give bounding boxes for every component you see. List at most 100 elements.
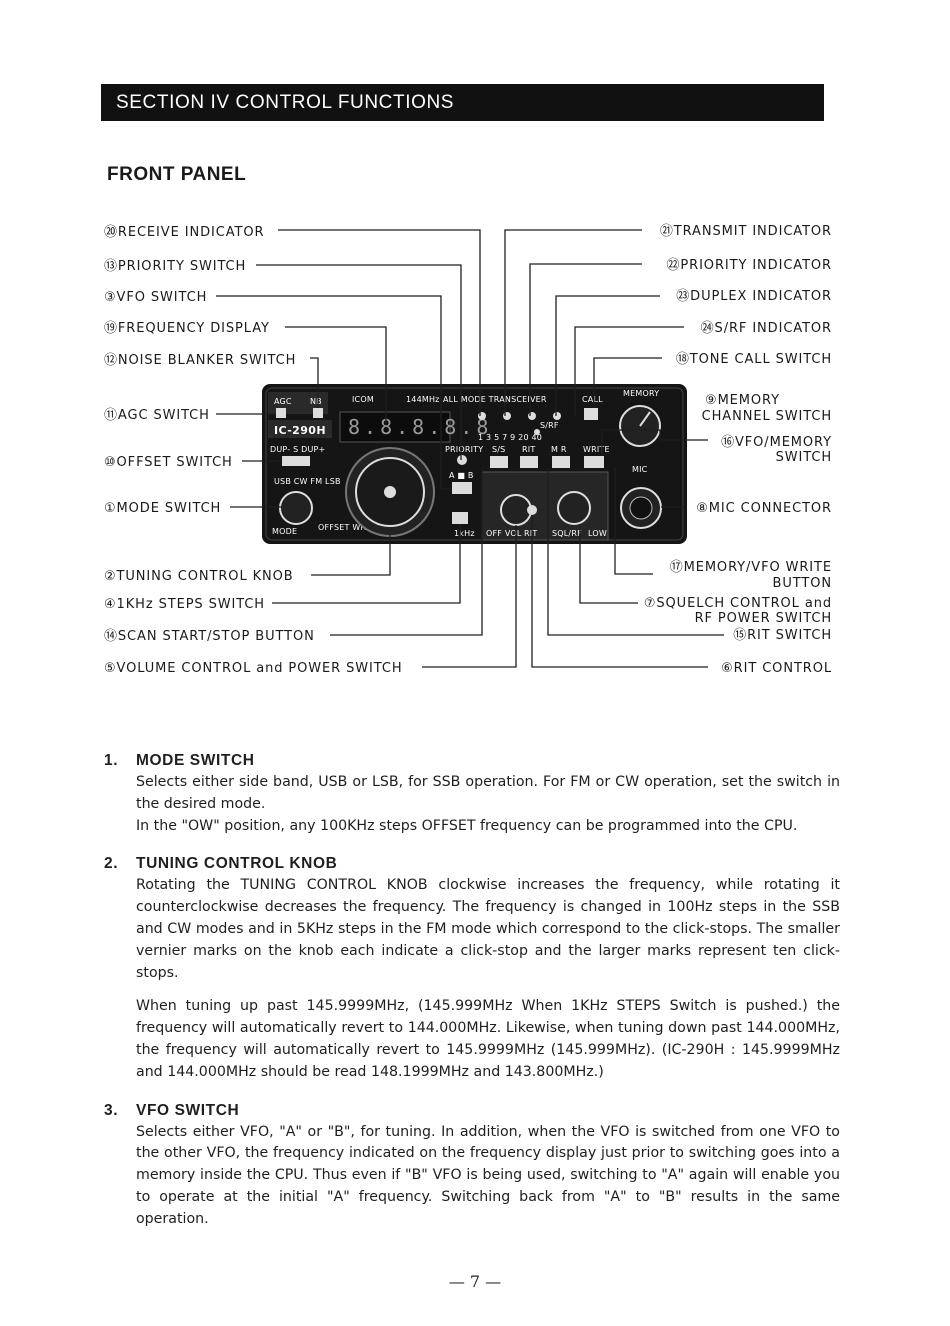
label-squelch-control-1: ⑦SQUELCH CONTROL and — [644, 596, 832, 611]
1khz-steps-switch[interactable] — [452, 512, 468, 524]
label-srf-indicator: ㉔S/RF INDICATOR — [701, 321, 832, 336]
tone-call-switch[interactable] — [584, 408, 598, 420]
receive-indicator — [478, 412, 486, 420]
section-item-tuning-control-knob: 2. TUNING CONTROL KNOB Rotating the TUNI… — [104, 853, 840, 1083]
label-memory-channel-switch-2: CHANNEL SWITCH — [702, 409, 832, 424]
panel-rit-knob-label: RIT — [524, 529, 537, 538]
panel-offset-label: DUP- S DUP+ — [270, 445, 325, 454]
label-squelch-control-2: RF POWER SWITCH — [695, 611, 832, 626]
panel-ss-label: S/S — [492, 445, 505, 454]
page-number: — 7 — — [448, 1272, 502, 1291]
panel-ab-label: A ■ B — [449, 471, 474, 480]
panel-khz-label: 1kHz — [454, 529, 475, 538]
offset-switch[interactable] — [282, 456, 310, 466]
panel-priority-label: PRIORITY — [445, 445, 483, 454]
panel-offset-write-label: OFFSET WRITE — [318, 523, 379, 532]
panel-band: 144MHz — [406, 395, 440, 404]
label-vfo-memory-switch-1: ⑯VFO/MEMORY — [721, 435, 832, 450]
item-title: VFO SWITCH — [136, 1101, 240, 1119]
mode-switch-knob[interactable] — [279, 491, 313, 525]
label-mode-switch: ①MODE SWITCH — [104, 501, 221, 516]
panel-low-label: LOW — [588, 529, 607, 538]
label-scan-start-stop-button: ⑭SCAN START/STOP BUTTON — [104, 629, 315, 644]
frequency-display — [339, 411, 451, 443]
right-labels: ㉑TRANSMIT INDICATOR ㉒PRIORITY INDICATOR … — [644, 224, 833, 676]
panel-memory-label: MEMORY — [623, 389, 659, 398]
label-rit-switch: ⑮RIT SWITCH — [733, 628, 832, 643]
item-paragraph: Selects either side band, USB or LSB, fo… — [136, 774, 840, 812]
agc-switch-button[interactable] — [276, 408, 286, 418]
label-receive-indicator: ⑳RECEIVE INDICATOR — [104, 225, 264, 240]
panel-mode-label: MODE — [272, 527, 297, 536]
priority-indicator — [528, 412, 536, 420]
item-number: 1. — [104, 752, 119, 769]
srf-indicator — [534, 429, 540, 435]
panel-description: ALL MODE TRANSCEIVER — [443, 395, 547, 404]
front-panel-diagram: AGC NB ICOM 144MHz ALL MODE TRANSCEIVER … — [104, 224, 833, 676]
label-vfo-memory-switch-2: SWITCH — [776, 450, 832, 465]
item-paragraph: In the "OW" position, any 100KHz steps O… — [136, 817, 798, 834]
label-transmit-indicator: ㉑TRANSMIT INDICATOR — [660, 224, 832, 239]
transceiver-panel: AGC NB ICOM 144MHz ALL MODE TRANSCEIVER … — [262, 384, 687, 544]
section-body: 1. MODE SWITCH Selects either side band,… — [104, 750, 840, 1247]
section-item-mode-switch: 1. MODE SWITCH Selects either side band,… — [104, 750, 840, 837]
panel-sql-label: SQL/RF — [552, 529, 582, 538]
nb-switch-button[interactable] — [313, 408, 323, 418]
panel-mr-label: M R — [551, 445, 567, 454]
label-noise-blanker-switch: ⑫NOISE BLANKER SWITCH — [104, 353, 296, 368]
panel-call-label: CALL — [582, 395, 603, 404]
item-number: 3. — [104, 1101, 119, 1119]
panel-write-label: WRITE — [583, 445, 610, 454]
item-paragraph: Selects either VFO, "A" or "B", for tuni… — [136, 1123, 840, 1227]
section-item-vfo-switch: 3. VFO SWITCH Selects either VFO, "A" or… — [104, 1100, 840, 1231]
panel-srf-scale: 1 3 5 7 9 20 40 — [478, 433, 542, 442]
label-priority-switch: ⑬PRIORITY SWITCH — [104, 259, 246, 274]
frequency-display-digits: 8.8.8.8.8 — [348, 415, 492, 439]
label-vfo-switch: ③VFO SWITCH — [104, 290, 207, 305]
label-1khz-steps-switch: ④1KHz STEPS SWITCH — [104, 597, 265, 612]
label-offset-switch: ⑩OFFSET SWITCH — [104, 455, 233, 470]
panel-rit-label: RIT — [522, 445, 535, 454]
label-rit-control: ⑥RIT CONTROL — [721, 661, 832, 676]
label-frequency-display: ⑲FREQUENCY DISPLAY — [104, 321, 270, 336]
front-panel-heading: FRONT PANEL — [107, 164, 247, 185]
item-number: 2. — [104, 855, 119, 873]
rit-switch[interactable] — [520, 456, 538, 468]
section-title: SECTION IV CONTROL FUNCTIONS — [116, 91, 455, 113]
panel-mode-options: USB CW FM LSB — [274, 477, 341, 486]
item-paragraph: When tuning up past 145.9999MHz, (145.99… — [136, 998, 840, 1080]
transmit-indicator — [503, 412, 511, 420]
priority-switch[interactable] — [457, 455, 467, 465]
panel-mic-label: MIC — [632, 465, 648, 474]
leader-lines — [216, 229, 724, 668]
label-mic-connector: ⑧MIC CONNECTOR — [696, 501, 832, 516]
label-tuning-control-knob: ②TUNING CONTROL KNOB — [104, 569, 294, 584]
volume-control-knob[interactable] — [500, 494, 532, 526]
label-memory-vfo-write-2: BUTTON — [773, 576, 832, 591]
duplex-indicator — [553, 412, 561, 420]
label-agc-switch: ⑪AGC SWITCH — [104, 408, 210, 423]
label-priority-indicator: ㉒PRIORITY INDICATOR — [667, 258, 833, 273]
item-paragraph: Rotating the TUNING CONTROL KNOB clockwi… — [136, 877, 840, 981]
label-tone-call-switch: ⑱TONE CALL SWITCH — [676, 352, 832, 367]
vfo-memory-switch[interactable] — [552, 456, 570, 468]
item-title: MODE SWITCH — [136, 752, 255, 769]
label-memory-channel-switch-1: ⑨MEMORY — [705, 393, 780, 408]
item-title: TUNING CONTROL KNOB — [136, 855, 338, 873]
panel-nb-label: NB — [310, 397, 322, 406]
memory-vfo-write-button[interactable] — [584, 456, 604, 468]
section-header-bar: SECTION IV CONTROL FUNCTIONS — [101, 84, 824, 121]
panel-brand: ICOM — [352, 395, 374, 404]
panel-srf-label: S/RF — [540, 421, 559, 430]
vfo-switch[interactable] — [452, 482, 472, 494]
label-duplex-indicator: ㉓DUPLEX INDICATOR — [676, 289, 832, 304]
label-volume-control: ⑤VOLUME CONTROL and POWER SWITCH — [104, 661, 403, 676]
panel-agc-label: AGC — [274, 397, 292, 406]
panel-model: IC-290H — [274, 424, 326, 437]
panel-vol-label: OFF VOL — [486, 529, 522, 538]
rit-control-knob[interactable] — [527, 505, 537, 515]
label-memory-vfo-write-1: ⑰MEMORY/VFO WRITE — [670, 560, 832, 575]
left-labels: ⑳RECEIVE INDICATOR ⑬PRIORITY SWITCH ③VFO… — [104, 225, 403, 676]
squelch-control-knob[interactable] — [557, 491, 591, 525]
scan-start-stop-button[interactable] — [490, 456, 508, 468]
